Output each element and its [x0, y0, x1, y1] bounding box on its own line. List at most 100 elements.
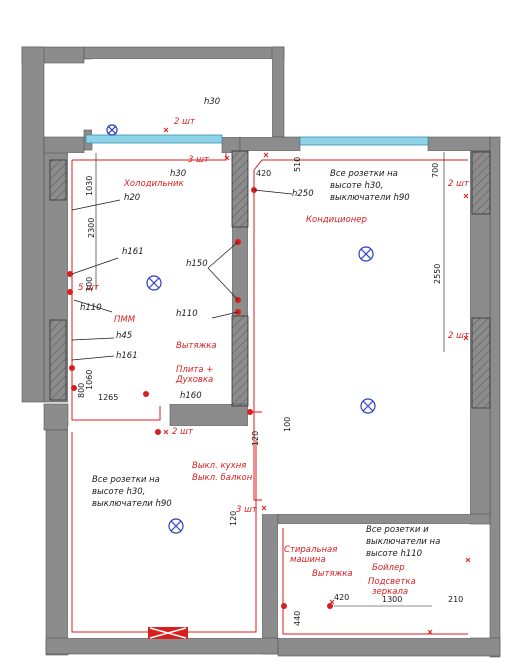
note-bath-1: Все розетки и: [366, 525, 429, 535]
label-h110-b: h110: [176, 309, 198, 319]
leader-h161b: [71, 355, 115, 361]
dim-1030: 1030: [85, 176, 94, 196]
note-living-2: высоте h30,: [330, 181, 383, 191]
dim-420-top: 420: [256, 169, 271, 178]
wiring: [71, 153, 468, 635]
label-count-hall: 2 шт: [172, 427, 194, 437]
label-switch-2: Выкл. балкон: [192, 473, 253, 483]
note-room-1: Все розетки на: [92, 475, 160, 485]
socket-kitchen-3: [69, 365, 75, 371]
label-dishwasher: ПММ: [114, 315, 136, 325]
kitchen-bottom-wall: [43, 403, 69, 431]
leader-h110b: [73, 299, 113, 313]
label-stove-1: Плита +: [176, 365, 213, 375]
dim-100: 100: [283, 417, 292, 432]
leader-h150: [207, 241, 239, 301]
label-hood-bath: Вытяжка: [312, 569, 353, 579]
window-balcony: [85, 134, 223, 144]
label-count-3sht-b: 3 шт: [236, 505, 258, 515]
label-washer-1: Стиральная: [284, 545, 337, 555]
kitchen-bottom-wall-2: [169, 403, 249, 427]
socket-bath-1: [281, 603, 287, 609]
mark-kitchen-a: [224, 155, 230, 161]
mark-top: [163, 127, 169, 133]
note-bath-3: высоте h110: [366, 549, 422, 559]
balcony-floor: [92, 59, 272, 137]
mark-right-b: [463, 335, 469, 341]
leader-h45: [71, 337, 115, 341]
label-aircon: Кондиционер: [306, 215, 367, 225]
balcony-wall-top: [83, 46, 285, 60]
label-h30-a: h30: [170, 169, 186, 179]
light-icon: [358, 246, 374, 262]
mark-kitchen-b: [263, 152, 269, 158]
dim-210: 210: [448, 595, 463, 604]
label-fridge: Холодильник: [123, 179, 185, 189]
hatch-left-mid: [49, 319, 67, 401]
hatch-partition-lower: [231, 315, 249, 407]
interiors: [68, 59, 470, 638]
bath-floor: [278, 524, 470, 638]
label-h45: h45: [116, 331, 132, 341]
kitchen-top-wall: [43, 136, 85, 154]
dim-700: 700: [431, 163, 440, 178]
room-floor: [68, 426, 262, 638]
sockets: [67, 187, 333, 609]
dim-120-a: 120: [251, 431, 260, 446]
note-room-3: выключатели h90: [92, 499, 172, 509]
left-outer-wall-upper: [21, 46, 45, 403]
label-count-top: 2 шт: [174, 117, 196, 127]
living-floor: [248, 151, 470, 514]
label-h110-a: h110: [80, 303, 102, 313]
leader-h250: [253, 189, 293, 195]
bottom-wall-right: [277, 637, 501, 657]
entry-door-cross: [149, 627, 187, 639]
dim-120-b: 120: [229, 511, 238, 526]
socket-kitchen-1: [67, 271, 73, 277]
hatched-walls: [49, 150, 491, 409]
hatch-right-lower: [471, 317, 491, 409]
light-icon: [360, 398, 376, 414]
mark-bath-a: [329, 599, 335, 605]
socket-stove: [143, 391, 149, 397]
label-h161-a: h161: [122, 247, 144, 257]
label-count-5sht: 5 шт: [78, 283, 100, 293]
label-boiler: Бойлер: [372, 563, 405, 573]
label-h250: h250: [292, 189, 314, 199]
right-outer-wall: [489, 136, 501, 658]
note-bath-2: выключатели на: [366, 537, 440, 547]
label-hood-kitchen: Вытяжка: [176, 341, 217, 351]
label-h150: h150: [186, 259, 208, 269]
wire-living-top: [253, 159, 468, 171]
hatch-partition-upper: [231, 150, 249, 228]
leader-h110: [211, 311, 239, 319]
label-h160: h160: [180, 391, 202, 401]
socket-bath-2: [327, 603, 333, 609]
socket-kitchen-4: [71, 385, 77, 391]
dim-1265: 1265: [98, 393, 118, 402]
light-icon: [168, 518, 184, 534]
leader-h161: [71, 257, 119, 275]
socket-room-1: [155, 429, 161, 435]
dim-2550: 2550: [433, 264, 442, 284]
wire-living: [253, 170, 262, 501]
label-count-right-b: 2 шт: [448, 331, 470, 341]
socket-hall-1: [247, 409, 253, 415]
label-count-3sht-a: 3 шт: [188, 155, 210, 165]
living-top-wall: [239, 136, 301, 152]
bottom-wall-left: [45, 637, 279, 655]
label-h161-b: h161: [116, 351, 138, 361]
device-marks: [163, 127, 471, 635]
dim-420-bath: 420: [334, 593, 349, 602]
dim-300: 300: [85, 277, 94, 292]
socket-kitchen-2: [67, 289, 73, 295]
windows: [85, 134, 429, 146]
note-living-1: Все розетки на: [330, 169, 398, 179]
label-switch-1: Выкл. кухня: [192, 461, 246, 471]
dim-800: 800: [77, 383, 86, 398]
dim-510: 510: [293, 157, 302, 172]
dim-440: 440: [293, 611, 302, 626]
mark-room-b: [261, 505, 267, 511]
dimension-lines: [95, 152, 445, 607]
